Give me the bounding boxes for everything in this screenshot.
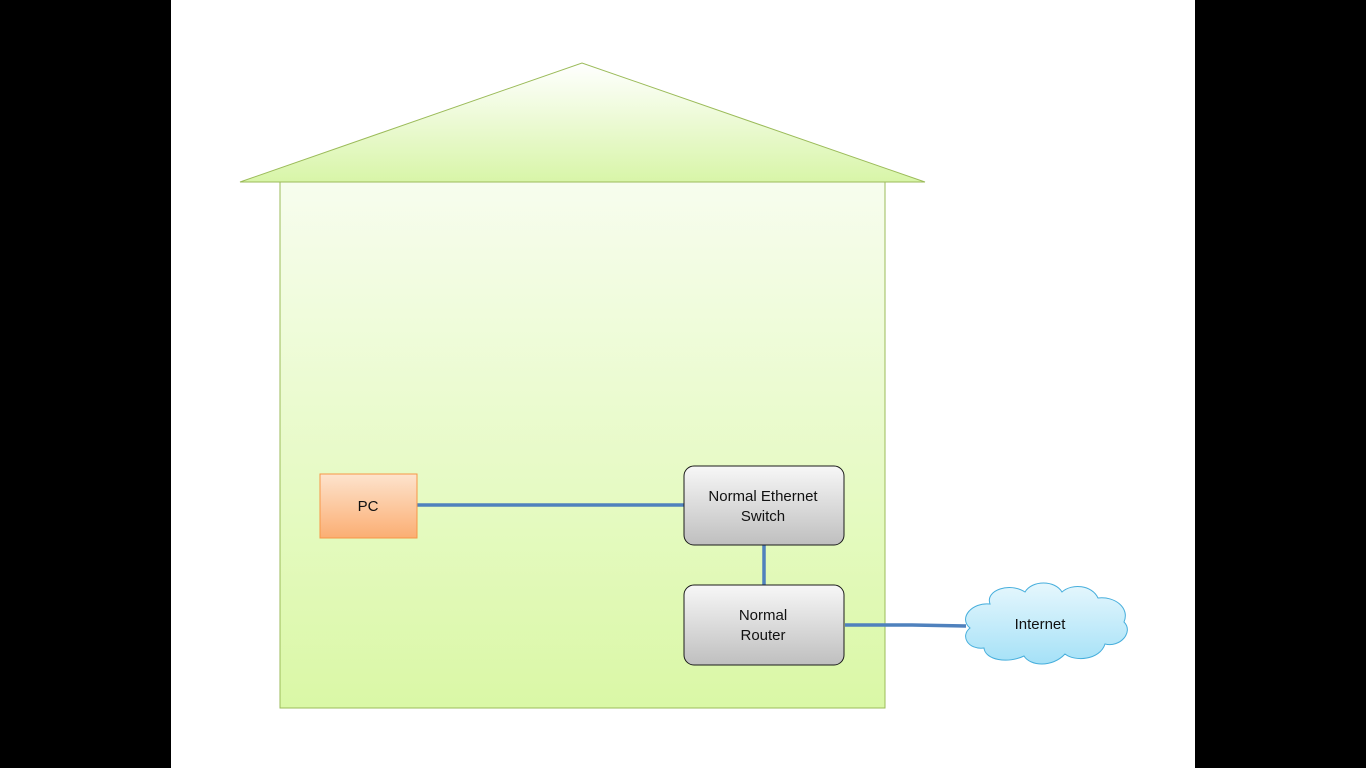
router-label-line1: Normal bbox=[739, 607, 787, 624]
switch-label-line2: Switch bbox=[741, 508, 785, 525]
cloud-icon bbox=[965, 582, 1128, 665]
pc-label: PC bbox=[358, 498, 379, 515]
switch-node: Normal Ethernet Switch bbox=[683, 465, 845, 546]
internet-cloud: Internet bbox=[965, 582, 1128, 665]
internet-label: Internet bbox=[1015, 616, 1067, 633]
link-router-internet bbox=[845, 623, 967, 628]
router-label-line2: Router bbox=[740, 627, 785, 644]
router-node: Normal Router bbox=[683, 584, 845, 666]
house-roof bbox=[239, 62, 926, 183]
pc-node: PC bbox=[319, 473, 418, 539]
switch-label-line1: Normal Ethernet bbox=[708, 488, 818, 505]
